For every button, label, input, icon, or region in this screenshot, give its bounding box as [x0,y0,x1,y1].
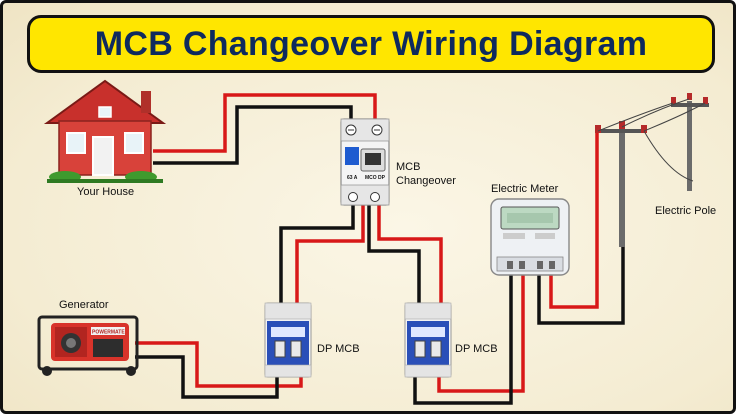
house-phase-wire [153,93,377,153]
changeover-rating-text: 63 A [347,175,358,181]
mcb2-to-meter-phase [437,267,525,393]
dp-mcb-2 [404,302,452,378]
changeover-type-text: MCO DP [365,175,386,181]
generator-phase-wire [135,341,303,388]
house-neutral-wire [153,105,353,165]
wires [135,93,625,405]
mcb-changeover-device: 63 A MCO DP [340,118,390,206]
dp-mcb-2-label: DP MCB [455,343,498,355]
house-icon [43,79,167,183]
changeover-label-line2: Changeover [396,175,456,187]
title-banner: MCB Changeover Wiring Diagram [27,15,715,73]
dp-mcb-1-label: DP MCB [317,343,360,355]
gen-mcb-to-changeover-phase [295,201,365,303]
mains-mcb-to-changeover-phase [377,201,443,303]
electric-pole [595,93,709,247]
generator-icon: POWERMATE [37,315,139,376]
mcb2-to-meter-neutral [413,267,513,405]
generator-label: Generator [59,299,109,311]
gen-mcb-to-changeover-neutral [279,201,355,303]
diagram-title: MCB Changeover Wiring Diagram [94,24,648,63]
dp-mcb-1 [264,302,312,378]
meter-to-pole-phase [549,133,599,309]
mains-mcb-to-changeover-neutral [367,201,421,303]
changeover-label-line1: MCB [396,161,421,173]
generator-neutral-wire [135,355,279,399]
generator-brand-text: POWERMATE [92,330,125,336]
electric-meter [490,198,570,276]
meter-label: Electric Meter [491,183,559,195]
house-label: Your House [77,186,135,198]
wiring-diagram: 63 A MCO DP [37,79,709,405]
pole-label: Electric Pole [655,205,717,217]
